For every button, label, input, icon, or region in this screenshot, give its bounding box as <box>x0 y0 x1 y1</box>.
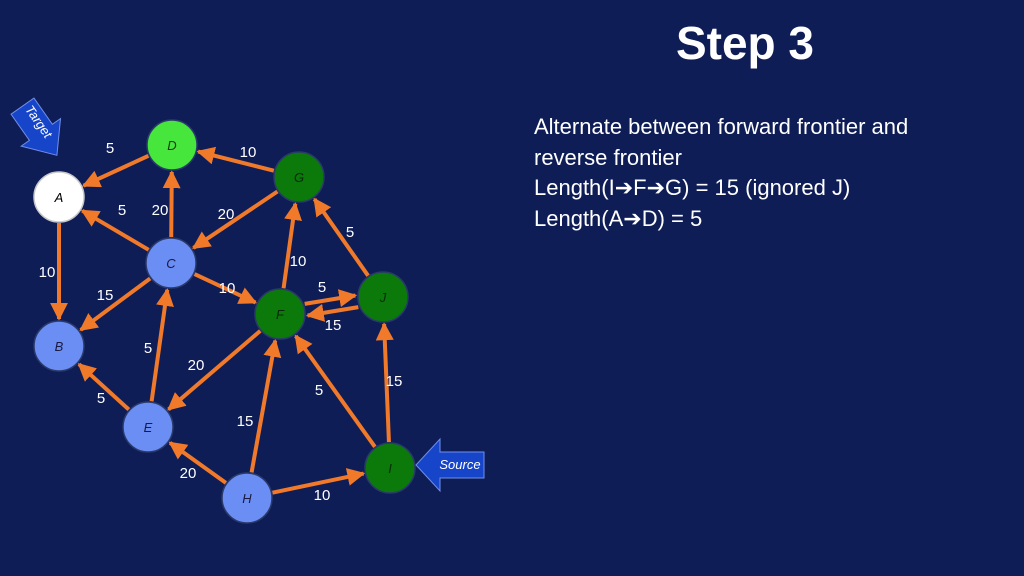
node-label: H <box>242 491 252 506</box>
edge-f-g <box>281 201 302 289</box>
node-circle <box>364 442 416 494</box>
edge-weight-c-f: 10 <box>219 280 236 297</box>
node-label: G <box>294 170 304 185</box>
edge-weight-h-e: 20 <box>180 465 197 482</box>
nodes: A B C D E F G H I J <box>33 119 416 524</box>
node-a: A <box>33 171 85 223</box>
node-label: F <box>276 307 285 322</box>
node-label: C <box>166 256 176 271</box>
edge-weight-e-b: 5 <box>97 390 105 407</box>
node-c: C <box>145 237 197 289</box>
graph-diagram: 5 10 20 5 20 10 15 10 10 5 5 15 5 20 5 15 5 15 20 10 A B C D E F… <box>10 97 485 524</box>
node-g: G <box>273 151 325 203</box>
description-text: Alternate between forward frontier and r… <box>534 112 1004 234</box>
node-circle <box>357 271 409 323</box>
node-circle <box>33 171 85 223</box>
edge-h-e <box>168 441 228 485</box>
node-circle <box>146 119 198 171</box>
node-j: J <box>357 271 409 323</box>
edge-weight-c-b: 15 <box>97 287 114 304</box>
edges <box>50 146 394 495</box>
description-line: Alternate between forward frontier and <box>534 114 909 139</box>
edge-i-f <box>294 334 377 449</box>
edge-weight-g-d: 10 <box>240 144 257 161</box>
source-label: Source <box>439 457 480 472</box>
edge-weight-j-f: 15 <box>325 317 342 334</box>
edge-weight-a-b: 10 <box>39 264 56 281</box>
node-label: A <box>54 190 64 205</box>
edge-weight-f-e: 20 <box>188 357 205 374</box>
edge-j-f <box>305 304 359 322</box>
edge-weight-i-j: 15 <box>386 373 403 390</box>
edge-weight-c-a: 5 <box>118 202 126 219</box>
edge-weights: 5 10 20 5 20 10 15 10 10 5 5 15 5 20 5 15 5 15 20 10 <box>39 140 403 504</box>
edge-weight-f-j: 5 <box>318 279 326 296</box>
node-circle <box>33 320 85 372</box>
node-circle <box>273 151 325 203</box>
source-marker: Source <box>415 437 485 493</box>
edge-c-f <box>193 272 258 305</box>
node-circle <box>221 472 273 524</box>
edge-weight-h-f: 15 <box>237 413 254 430</box>
edge-weight-d-a: 5 <box>106 140 114 157</box>
description-line: Length(I➔F➔G) = 15 (ignored J) <box>534 175 851 200</box>
node-label: E <box>144 420 153 435</box>
slide-title: Step 3 <box>675 17 815 69</box>
edge-j-g <box>312 197 370 277</box>
edge-c-d <box>162 170 181 238</box>
edge-d-a <box>81 154 150 188</box>
node-circle <box>254 288 306 340</box>
node-b: B <box>33 320 85 372</box>
edge-i-j <box>375 322 394 443</box>
node-d: D <box>146 119 198 171</box>
edge-e-c <box>149 287 174 402</box>
edge-c-b <box>79 276 152 332</box>
node-f: F <box>254 288 306 340</box>
edge-weight-h-i: 10 <box>314 487 331 504</box>
node-label: D <box>167 138 176 153</box>
edge-weight-j-g: 5 <box>346 224 354 241</box>
node-label: I <box>388 461 392 476</box>
node-label: B <box>55 339 64 354</box>
edge-h-i <box>272 468 366 495</box>
edge-f-j <box>304 289 358 307</box>
edge-h-f <box>249 338 282 473</box>
node-circle <box>145 237 197 289</box>
edge-f-e <box>167 329 262 411</box>
node-h: H <box>221 472 273 524</box>
edge-weight-c-d: 20 <box>152 202 169 219</box>
node-label: J <box>379 290 387 305</box>
edge-g-c <box>191 189 279 250</box>
edge-c-a <box>80 208 150 252</box>
edge-weight-i-f: 5 <box>315 382 323 399</box>
description-line: reverse frontier <box>534 144 682 170</box>
edge-e-b <box>77 362 131 411</box>
node-e: E <box>122 401 174 453</box>
target-marker: Target <box>10 97 62 156</box>
node-i: I <box>364 442 416 494</box>
edge-weight-f-g: 10 <box>290 253 307 270</box>
edge-weight-e-c: 5 <box>144 340 152 357</box>
edge-g-d <box>196 146 275 173</box>
edge-weight-g-c: 20 <box>218 206 235 223</box>
node-circle <box>122 401 174 453</box>
description-line: Length(A➔D) = 5 <box>534 205 703 231</box>
